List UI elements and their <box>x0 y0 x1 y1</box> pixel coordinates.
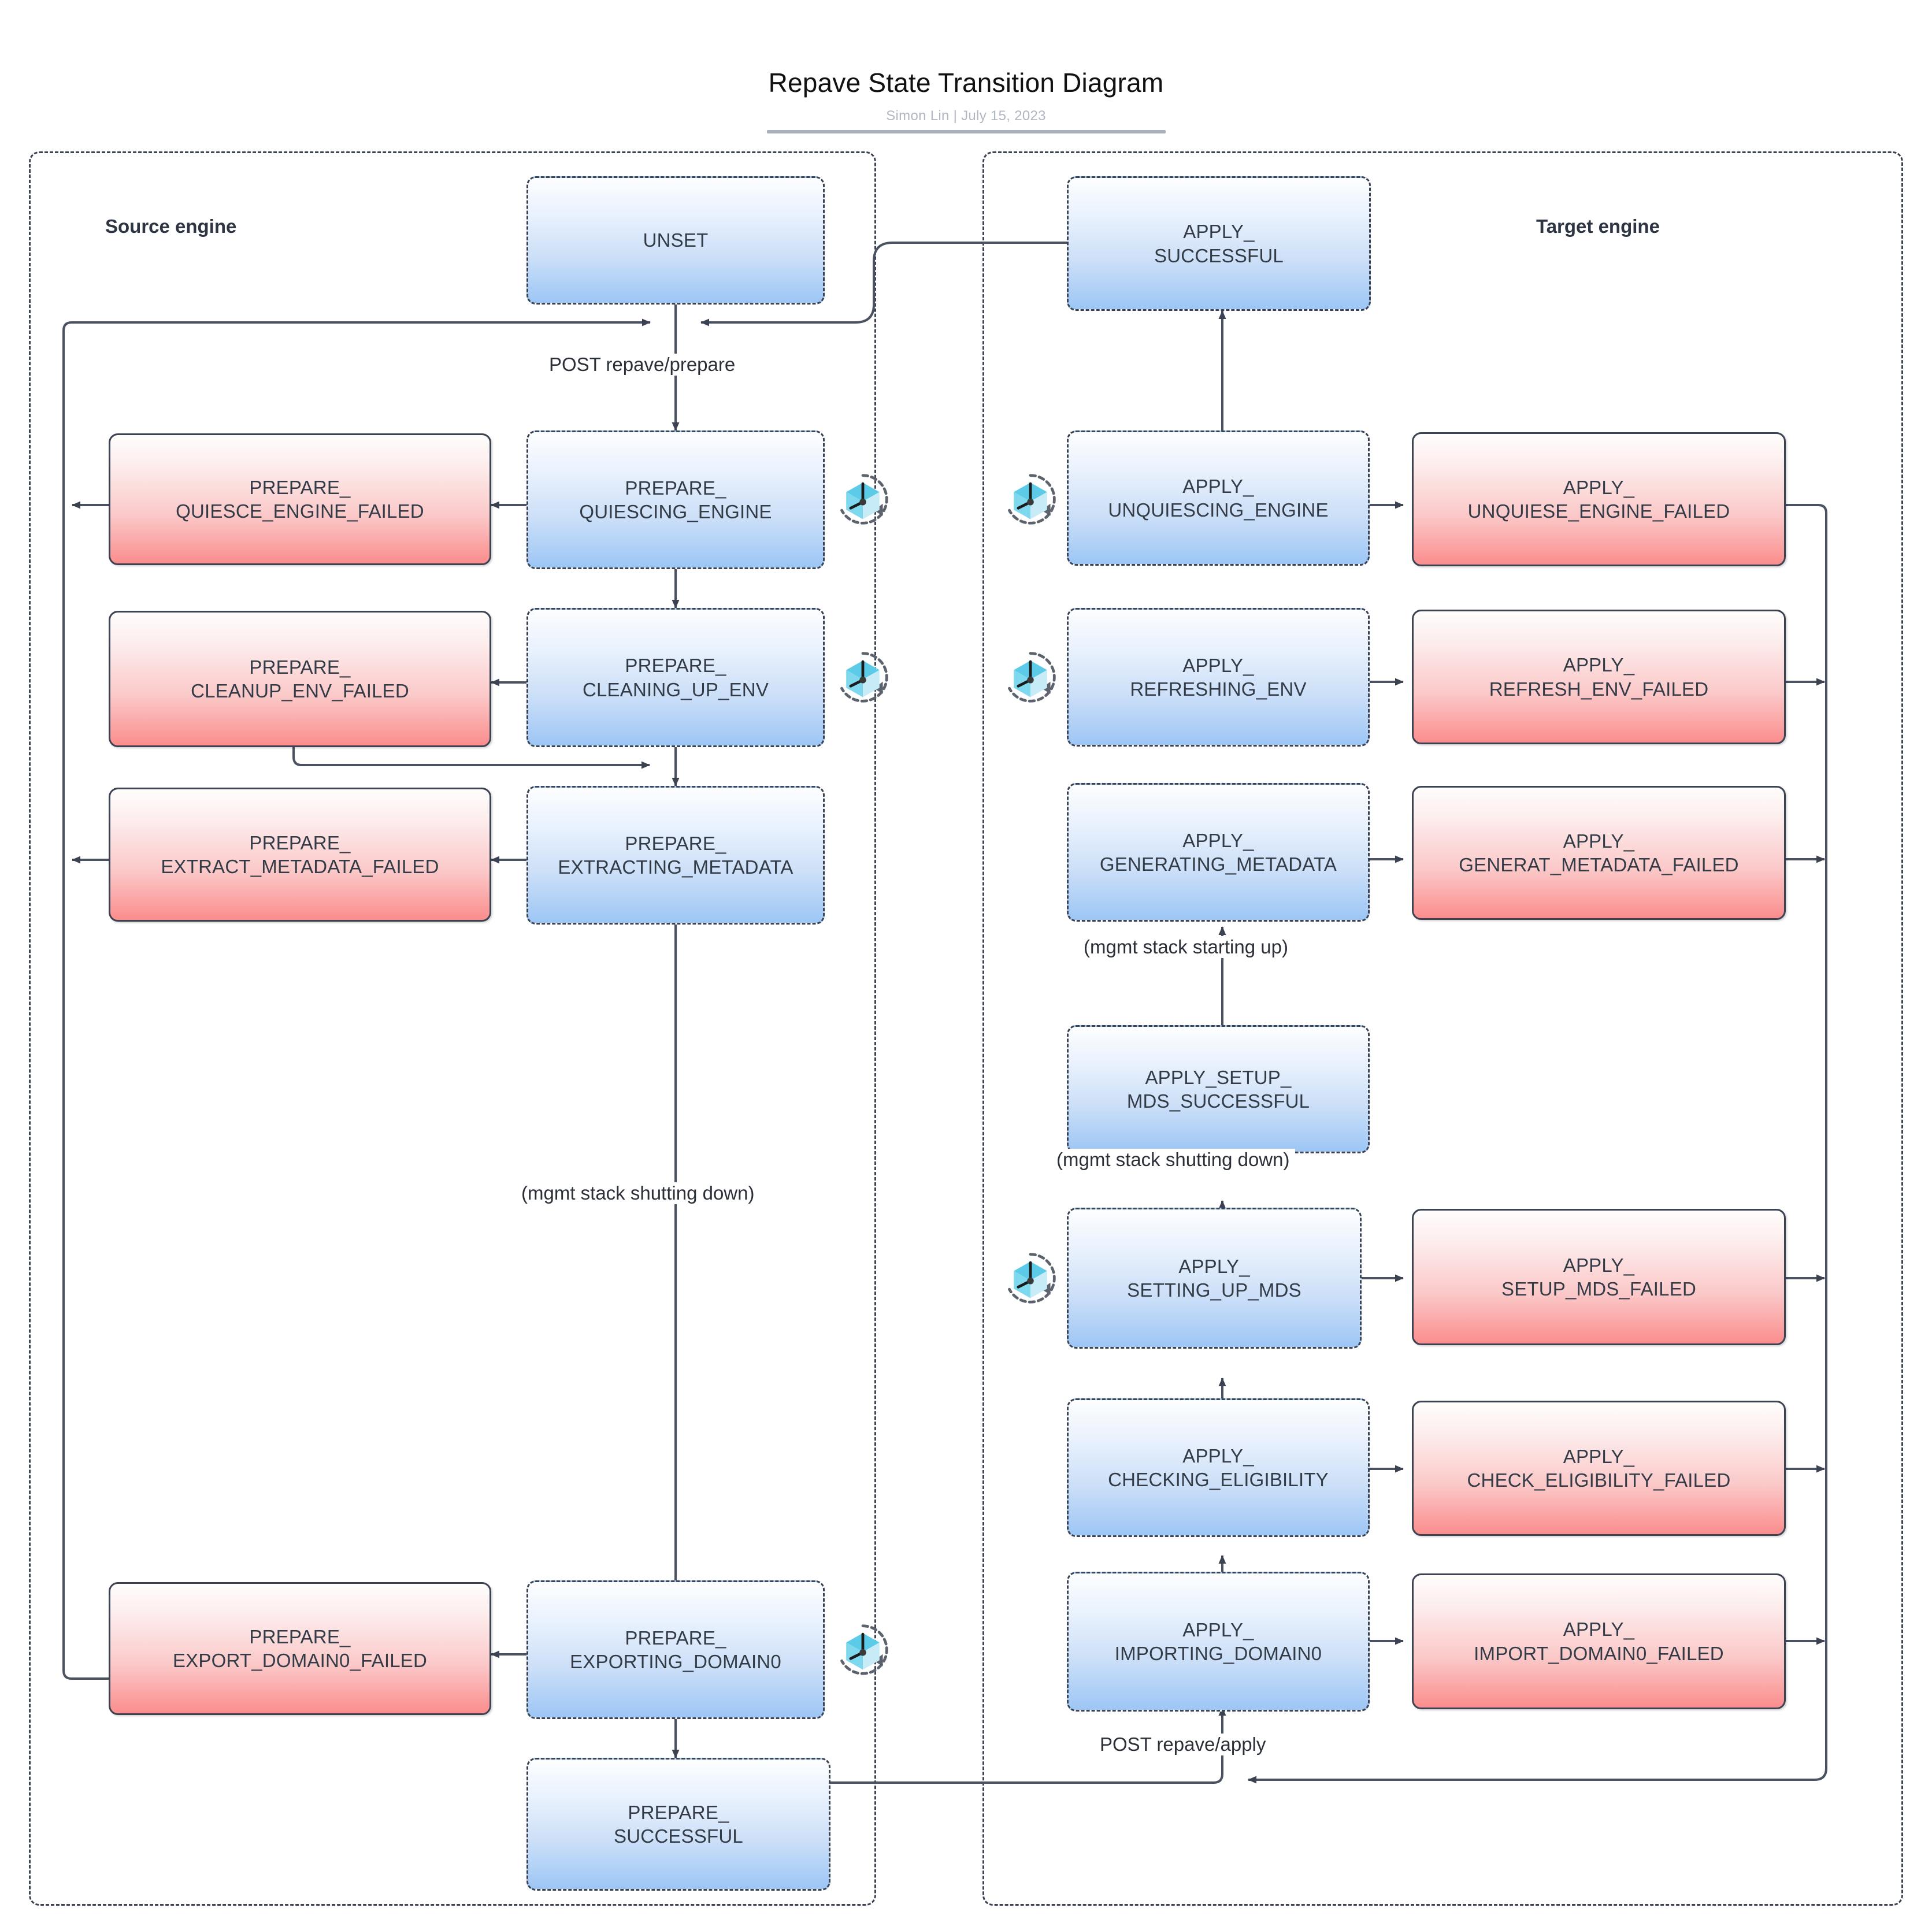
edge-label-mgmt-shutting-down-target: (mgmt stack shutting down) <box>1051 1149 1296 1171</box>
state-node-apply-generat-metadata-failed[interactable]: APPLY_ GENERAT_METADATA_FAILED <box>1412 786 1786 920</box>
state-node-prepare-quiescing-engine[interactable]: PREPARE_ QUIESCING_ENGINE <box>526 430 825 569</box>
retry-timer-cube-icon <box>840 474 888 525</box>
state-node-prepare-cleaning-up-env[interactable]: PREPARE_ CLEANING_UP_ENV <box>526 608 825 747</box>
panel-source-engine <box>29 151 876 1906</box>
state-node-apply-importing-domain0[interactable]: APPLY_ IMPORTING_DOMAIN0 <box>1067 1572 1370 1712</box>
retry-timer-cube-icon <box>1008 652 1056 703</box>
panel-target-engine <box>982 151 1903 1906</box>
state-node-prepare-extracting-metadata[interactable]: PREPARE_ EXTRACTING_METADATA <box>526 786 825 925</box>
edge-label-mgmt-starting-up-target: (mgmt stack starting up) <box>1078 936 1294 958</box>
retry-timer-cube-icon <box>840 1624 888 1675</box>
title-block: Repave State Transition Diagram Simon Li… <box>0 68 1932 133</box>
retry-timer-cube-icon <box>1008 1253 1056 1304</box>
state-node-apply-checking-eligibility[interactable]: APPLY_ CHECKING_ELIGIBILITY <box>1067 1398 1370 1537</box>
state-node-prepare-quiesce-engine-failed[interactable]: PREPARE_ QUIESCE_ENGINE_FAILED <box>109 433 491 565</box>
title-divider <box>766 129 1166 133</box>
state-node-apply-setting-up-mds[interactable]: APPLY_ SETTING_UP_MDS <box>1067 1208 1362 1349</box>
state-node-apply-unquiescing-engine[interactable]: APPLY_ UNQUIESCING_ENGINE <box>1067 430 1370 566</box>
byline: Simon Lin | July 15, 2023 <box>886 107 1046 124</box>
retry-timer-cube-icon <box>840 652 888 703</box>
edge-label-mgmt-shutting-down-source: (mgmt stack shutting down) <box>516 1182 761 1204</box>
page-title: Repave State Transition Diagram <box>768 68 1164 98</box>
state-node-apply-setup-mds-failed[interactable]: APPLY_ SETUP_MDS_FAILED <box>1412 1209 1786 1345</box>
state-node-prepare-extract-metadata-failed[interactable]: PREPARE_ EXTRACT_METADATA_FAILED <box>109 788 491 922</box>
edge-label-post-repave-prepare: POST repave/prepare <box>543 354 741 376</box>
panel-target-engine-title: Target engine <box>1536 216 1660 237</box>
state-node-prepare-exporting-domain0[interactable]: PREPARE_ EXPORTING_DOMAIN0 <box>526 1580 825 1719</box>
state-node-prepare-successful[interactable]: PREPARE_ SUCCESSFUL <box>526 1758 830 1891</box>
state-node-apply-import-domain0-failed[interactable]: APPLY_ IMPORT_DOMAIN0_FAILED <box>1412 1573 1786 1709</box>
state-node-prepare-export-domain0-failed[interactable]: PREPARE_ EXPORT_DOMAIN0_FAILED <box>109 1582 491 1715</box>
state-node-apply-setup-mds-successful[interactable]: APPLY_SETUP_ MDS_SUCCESSFUL <box>1067 1025 1370 1153</box>
edge-label-post-repave-apply: POST repave/apply <box>1094 1734 1272 1755</box>
state-node-apply-unquiese-engine-failed[interactable]: APPLY_ UNQUIESE_ENGINE_FAILED <box>1412 432 1786 566</box>
panel-source-engine-title: Source engine <box>105 216 237 237</box>
state-node-apply-successful[interactable]: APPLY_ SUCCESSFUL <box>1067 176 1371 311</box>
state-node-prepare-cleanup-env-failed[interactable]: PREPARE_ CLEANUP_ENV_FAILED <box>109 611 491 747</box>
retry-timer-cube-icon <box>1008 474 1056 525</box>
state-node-apply-refreshing-env[interactable]: APPLY_ REFRESHING_ENV <box>1067 608 1370 747</box>
state-node-apply-check-eligibility-failed[interactable]: APPLY_ CHECK_ELIGIBILITY_FAILED <box>1412 1401 1786 1536</box>
state-node-apply-generating-metadata[interactable]: APPLY_ GENERATING_METADATA <box>1067 783 1370 922</box>
state-node-apply-refresh-env-failed[interactable]: APPLY_ REFRESH_ENV_FAILED <box>1412 610 1786 744</box>
state-node-unset[interactable]: UNSET <box>526 176 825 305</box>
